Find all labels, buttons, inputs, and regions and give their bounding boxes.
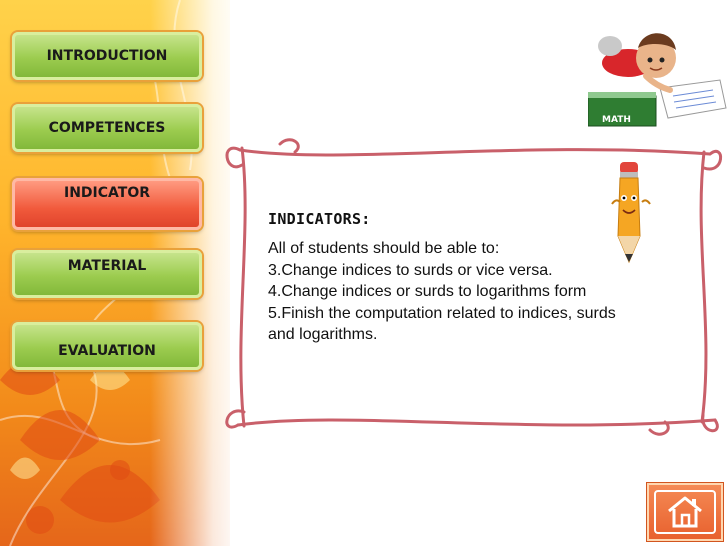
- nav-item-label: INDICATOR: [63, 185, 150, 201]
- indicator-line: 4.Change indices or surds to logarithms …: [268, 283, 587, 300]
- pencil-character-icon: [611, 162, 651, 264]
- indicator-line: 5.Finish the computation related to indi…: [268, 304, 616, 322]
- nav-item-label: INTRODUCTION: [46, 48, 168, 64]
- indicator-line: and logarithms.: [268, 326, 378, 343]
- home-icon: [668, 496, 702, 528]
- indicator-line: All of students should be able to:: [268, 240, 500, 257]
- math-book-label: MATH: [602, 115, 631, 125]
- home-button[interactable]: [647, 483, 723, 541]
- nav-introduction-button[interactable]: INTRODUCTION: [12, 32, 202, 80]
- nav-item-label: MATERIAL: [67, 258, 147, 274]
- nav-evaluation-button[interactable]: EVALUATION: [12, 322, 202, 370]
- nav-item-label: COMPETENCES: [48, 120, 166, 136]
- nav-competences-button[interactable]: COMPETENCES: [12, 104, 202, 152]
- content-frame: [225, 138, 723, 436]
- indicators-heading: INDICATORS:: [268, 210, 371, 228]
- boy-reading-icon: MATH: [588, 33, 727, 127]
- indicators-content: INDICATORS: All of students should be ab…: [268, 210, 688, 346]
- indicator-line: 3.Change indices to surds or vice versa.: [268, 261, 553, 279]
- nav-indicator-button[interactable]: INDICATOR: [12, 178, 202, 230]
- nav-item-label: EVALUATION: [58, 343, 156, 359]
- nav-material-button[interactable]: MATERIAL: [12, 250, 202, 298]
